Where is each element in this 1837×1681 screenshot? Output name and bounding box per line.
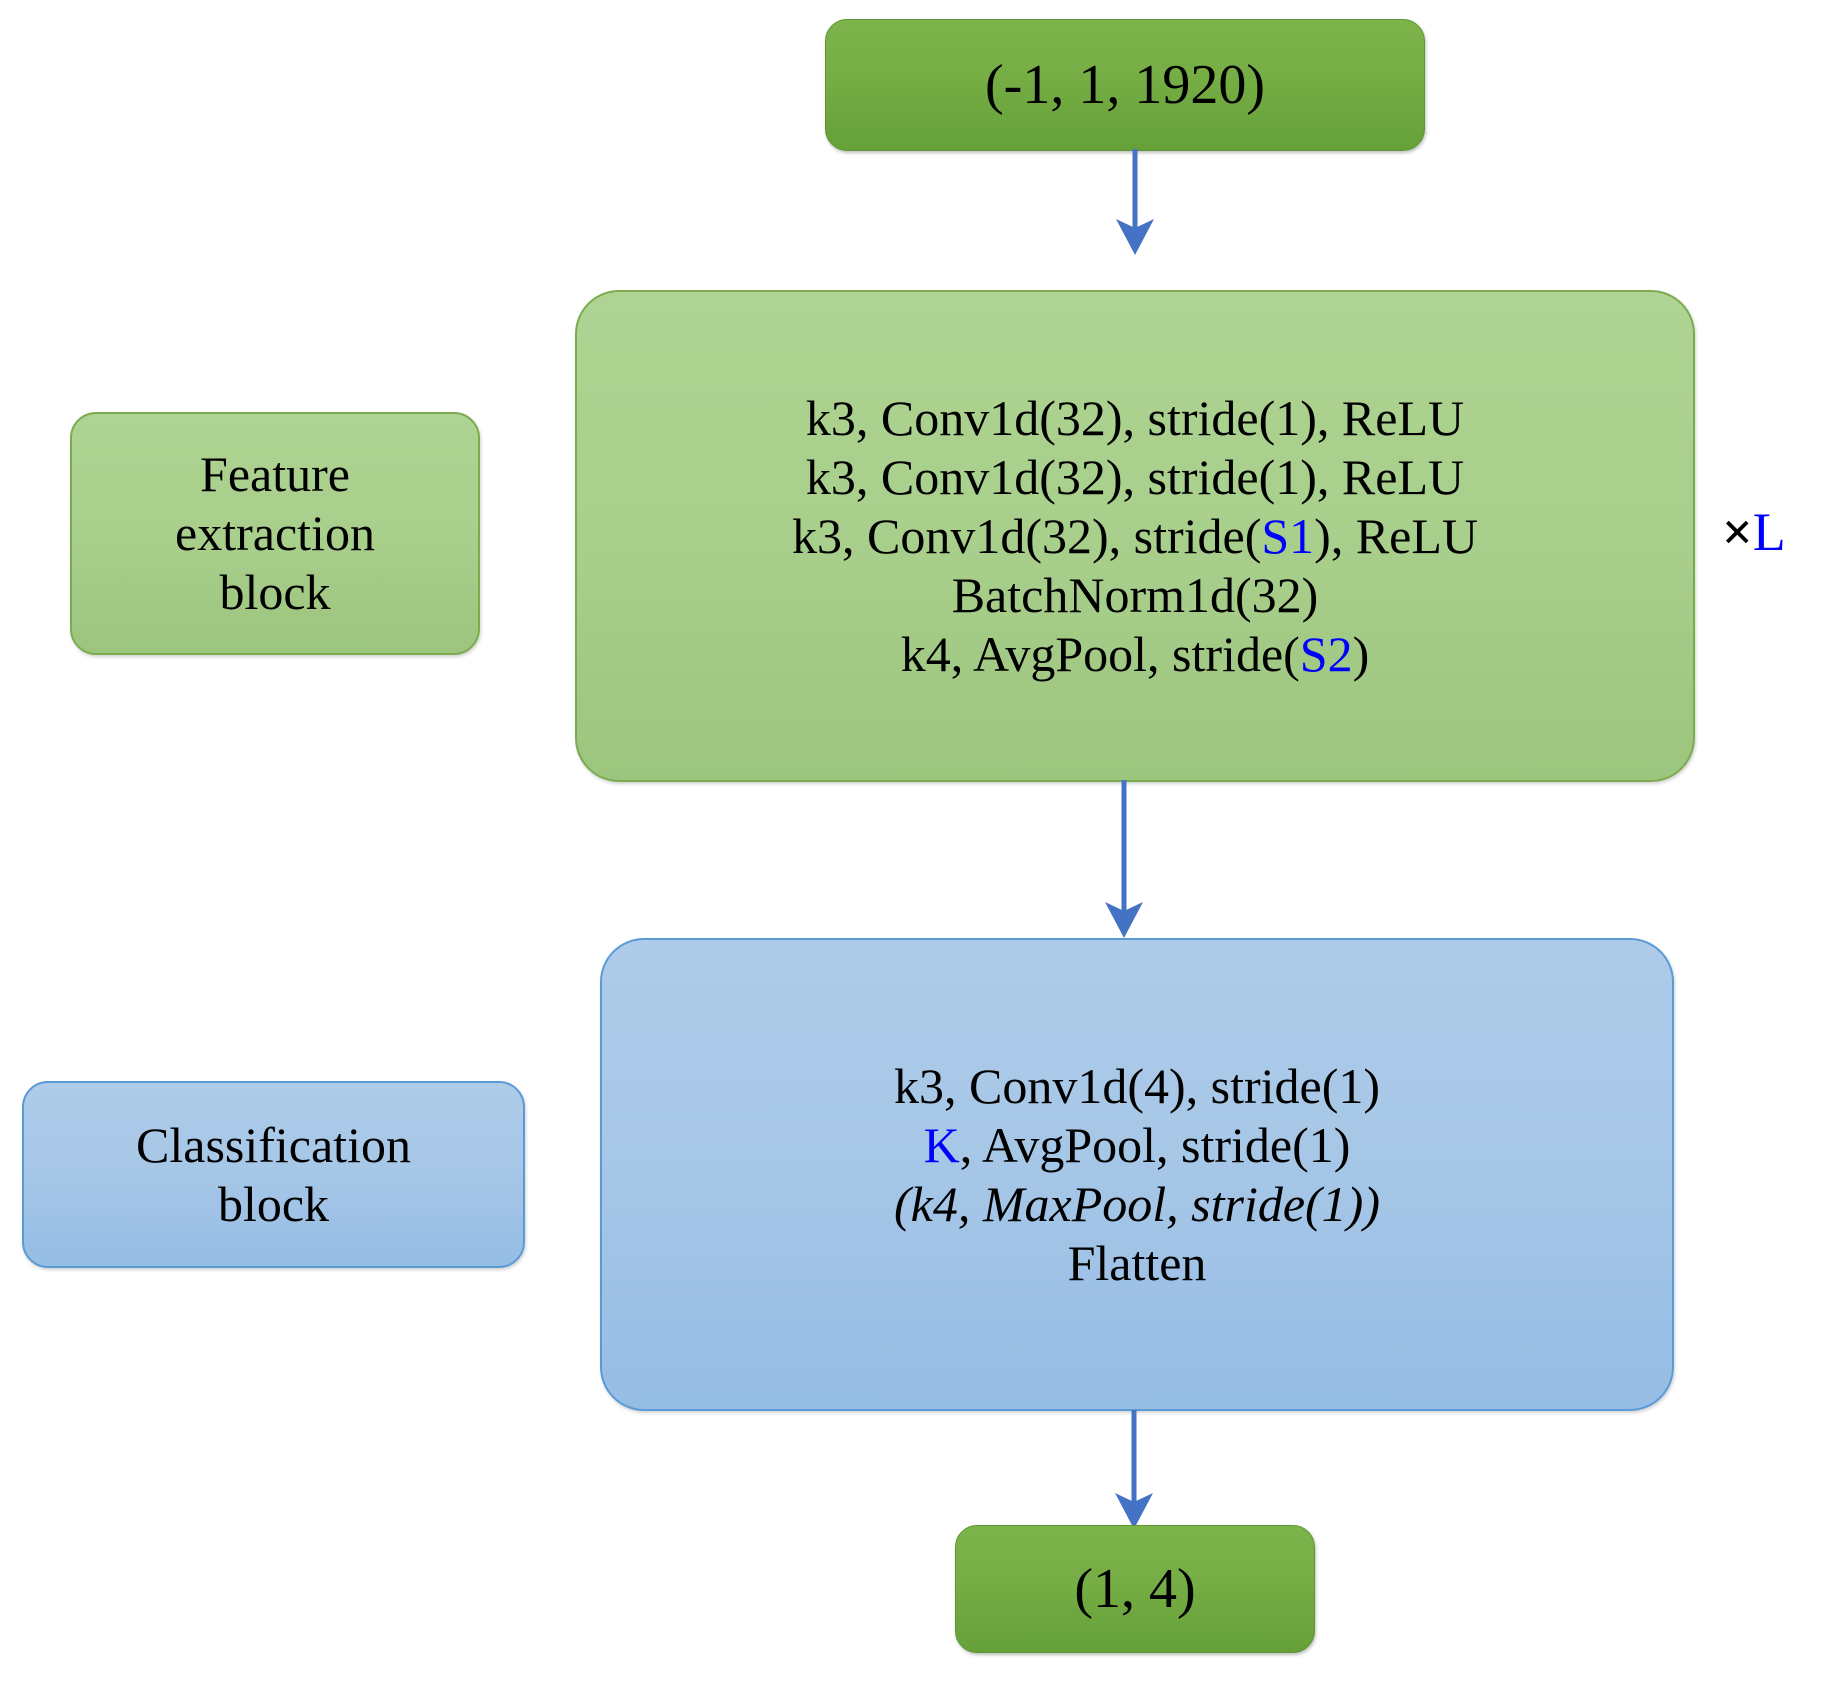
classification-label-line-1: block: [217, 1175, 330, 1232]
arrow-classification-to-output: [1110, 1410, 1160, 1532]
input-shape-label: (-1, 1, 1920): [985, 53, 1265, 116]
feature-body-line-1: k3, Conv1d(32), stride(1), ReLU: [805, 448, 1465, 505]
classification-block: k3, Conv1d(4), stride(1) K, AvgPool, str…: [600, 938, 1674, 1411]
classification-body-line-3: Flatten: [1067, 1234, 1207, 1291]
feature-label-line-2: block: [219, 564, 331, 620]
arrow-input-to-feature: [1110, 149, 1160, 259]
feature-block-repeat-annotation: ×L: [1722, 505, 1786, 559]
feature-body-line-4: k4, AvgPool, stride(S2): [900, 625, 1370, 682]
classification-body-line-0: k3, Conv1d(4), stride(1): [893, 1057, 1381, 1114]
repeat-count-label: L: [1752, 502, 1786, 562]
input-shape-node: (-1, 1, 1920): [825, 19, 1425, 151]
feature-body-line-3: BatchNorm1d(32): [951, 566, 1319, 623]
output-shape-node: (1, 4): [955, 1525, 1315, 1653]
classification-label-box: Classification block: [22, 1081, 525, 1268]
classification-body-line-2: (k4, MaxPool, stride(1)): [894, 1175, 1380, 1232]
feature-extraction-block: k3, Conv1d(32), stride(1), ReLU k3, Conv…: [575, 290, 1695, 782]
classification-body-line-1: K, AvgPool, stride(1): [923, 1116, 1351, 1173]
feature-label-line-1: extraction: [175, 505, 375, 561]
arrow-feature-to-classification: [1100, 780, 1150, 942]
output-shape-label: (1, 4): [1074, 1557, 1196, 1620]
feature-body-line-0: k3, Conv1d(32), stride(1), ReLU: [805, 389, 1465, 446]
classification-label-line-0: Classification: [136, 1116, 411, 1173]
multiply-icon: ×: [1722, 502, 1753, 562]
feature-label-line-0: Feature: [200, 446, 350, 502]
feature-body-line-2: k3, Conv1d(32), stride(S1), ReLU: [791, 507, 1479, 564]
feature-extraction-label-box: Feature extraction block: [70, 412, 480, 655]
